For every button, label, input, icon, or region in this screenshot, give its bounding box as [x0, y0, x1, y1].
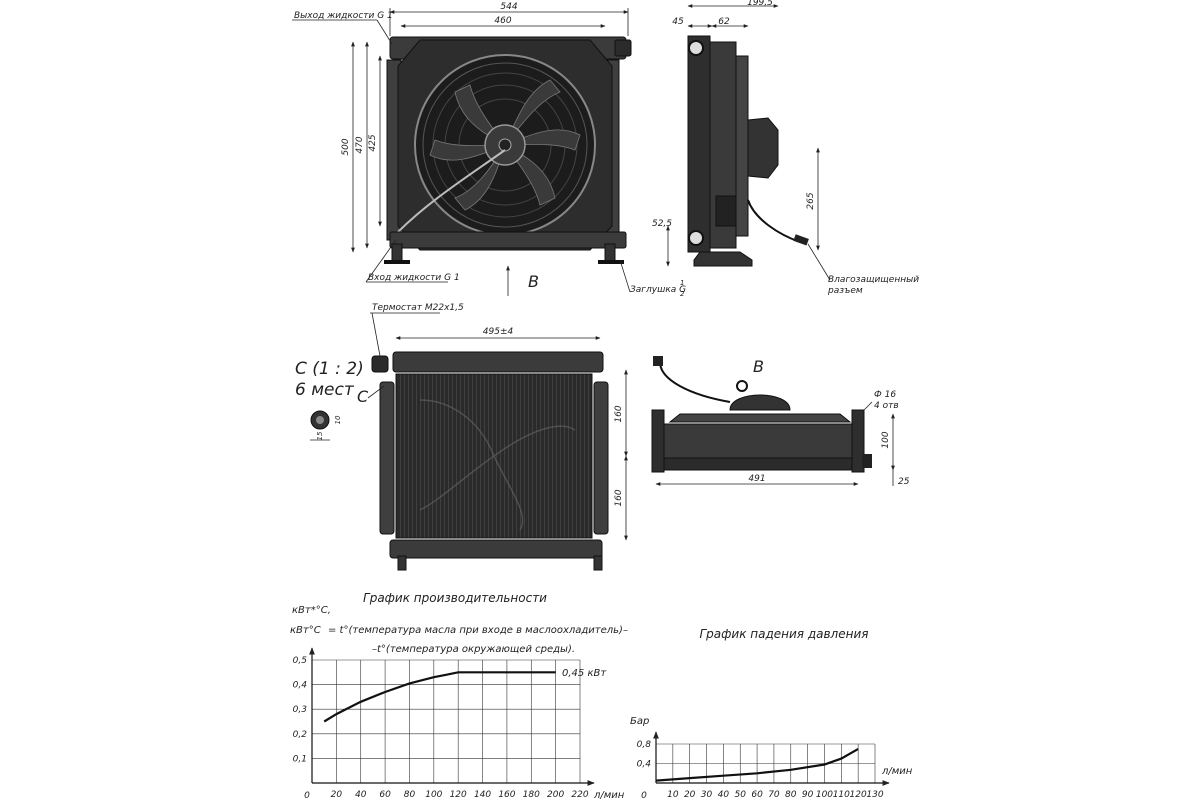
detail-dim-b: 10: [334, 415, 342, 424]
bottom-view: B 491 100 Ф 16 4 отв 25: [651, 356, 910, 487]
detail-marker: C: [357, 387, 369, 406]
chart1-series-line: [323, 671, 556, 723]
bottom-fan-dome: [729, 394, 791, 411]
chart2-title: График падения давления: [700, 627, 869, 641]
chart1-y-tick-label: 0,1: [293, 754, 307, 764]
back-view: 495±4 160 160 Термостат M22x1,5 C (1 : 2…: [295, 303, 628, 571]
chart1-xlabel: л/мин: [593, 790, 625, 800]
back-top-pipe: [392, 351, 604, 373]
view-arrow-label: B: [528, 272, 539, 291]
dim-side-b: 62: [718, 17, 730, 27]
chart2-ylabel: Бар: [630, 716, 649, 727]
label-plug-den: 2: [680, 290, 685, 298]
chart2-x-origin: 0: [641, 791, 647, 800]
chart1-x-tick-label: 140: [474, 790, 491, 800]
label-fluid-inlet: Вход жидкости G 1: [368, 273, 460, 283]
chart1-title: График производительности: [363, 591, 547, 605]
front-view: 544 460 500 470 425 Выход жидкости G 1 В…: [292, 2, 686, 298]
label-fluid-outlet: Выход жидкости G 1: [294, 11, 393, 21]
dim-front-width: 544: [500, 2, 517, 12]
chart1-formula-line1: = t°(температура масла при входе в масло…: [328, 625, 628, 636]
chart2-x-tick-label: 70: [768, 790, 780, 800]
chart1-x-tick-label: 120: [450, 790, 467, 800]
label-plug: Заглушка G: [630, 285, 686, 295]
dim-front-fan-height: 425: [368, 134, 378, 151]
bottom-body: [655, 423, 865, 459]
side-foot: [693, 251, 753, 267]
chart2-x-tick-label: 130: [866, 790, 883, 800]
chart2-x-tick-label: 50: [735, 790, 747, 800]
chart2-series-line: [655, 747, 859, 782]
chart2-x-tick-label: 120: [850, 790, 867, 800]
dim-bottom-hole-count: 4 отв: [874, 401, 899, 411]
chart1-x-origin: 0: [304, 791, 310, 800]
dim-bottom-foot: 25: [898, 477, 910, 487]
label-connector-line1: Влагозащищенный: [828, 275, 919, 285]
label-plug-num: 1: [680, 279, 684, 287]
dim-side-connector-height: 265: [806, 192, 816, 209]
chart1-x-tick-label: 100: [425, 790, 442, 800]
detail-dim-a: 15: [316, 431, 324, 440]
chart1-y-tick-label: 0,3: [293, 705, 308, 715]
fan-guard: [422, 62, 588, 228]
chart1-x-tick-label: 20: [331, 790, 343, 800]
chart1-x-tick-label: 80: [404, 790, 416, 800]
dim-back-width: 495±4: [483, 327, 514, 337]
dim-front-mount-height: 470: [355, 136, 365, 153]
chart1-formula-line2: –t°(температура окружающей среды).: [372, 644, 575, 655]
chart2-x-tick-label: 40: [718, 790, 730, 800]
chart1-annotation: 0,45 кВт: [562, 668, 607, 679]
dim-bottom-width: 491: [748, 474, 765, 484]
label-thermostat: Термостат M22x1,5: [372, 303, 464, 313]
side-fan-motor: [747, 117, 779, 179]
dim-back-lower: 160: [614, 489, 624, 506]
chart1-x-tick-label: 180: [523, 790, 540, 800]
chart2-y-tick-label: 0,8: [637, 740, 652, 750]
chart2-x-tick-label: 60: [751, 790, 763, 800]
chart2-x-tick-label: 110: [833, 790, 850, 800]
chart1-y-tick-label: 0,2: [293, 730, 308, 740]
dim-side-depth: 199,5: [747, 0, 773, 8]
chart1-ylabel-prefix: кВт°C: [290, 625, 321, 636]
chart2-x-tick-label: 80: [785, 790, 797, 800]
chart2-y-tick-label: 0,4: [637, 760, 652, 770]
dim-bottom-hole: Ф 16: [874, 390, 896, 400]
chart1-ylabel: кВт*°C,: [292, 605, 331, 616]
dim-front-inner-width: 460: [494, 16, 511, 26]
chart2-x-tick-label: 10: [667, 790, 679, 800]
chart2-xlabel: л/мин: [881, 766, 913, 777]
dim-back-upper: 160: [614, 405, 624, 422]
back-bottom-pipe: [389, 539, 603, 559]
bottom-view-label: B: [753, 357, 764, 376]
chart2-x-tick-label: 30: [701, 790, 713, 800]
chart1-y-tick-label: 0,5: [293, 656, 308, 666]
detail-title: C (1 : 2): [295, 359, 364, 379]
chart1-x-tick-label: 40: [355, 790, 367, 800]
label-connector-line2: разъем: [827, 286, 863, 296]
front-bottom-pipe: [389, 231, 627, 249]
chart2-x-tick-label: 90: [802, 790, 814, 800]
pressure-drop-chart: График падения давления Бар л/мин 0 10 20…: [630, 627, 913, 800]
dim-bottom-height: 100: [881, 431, 891, 448]
chart1-x-tick-label: 160: [498, 790, 515, 800]
performance-chart: График производительности кВт*°C, кВт°C …: [290, 591, 628, 800]
detail-count: 6 мест: [295, 380, 355, 400]
chart1-x-tick-label: 60: [379, 790, 391, 800]
chart1-x-tick-label: 220: [571, 790, 588, 800]
dim-side-foot: 52,5: [652, 219, 672, 229]
dim-side-a: 45: [672, 17, 684, 27]
chart2-x-tick-label: 100: [816, 790, 833, 800]
chart1-x-tick-label: 200: [547, 790, 564, 800]
dim-front-height: 500: [341, 138, 351, 155]
chart1-y-tick-label: 0,4: [293, 681, 308, 691]
side-view: 199,5 45 62 52,5 265 Влагозащищенный раз…: [652, 0, 919, 296]
chart2-x-tick-label: 20: [684, 790, 696, 800]
side-core: [687, 35, 711, 253]
